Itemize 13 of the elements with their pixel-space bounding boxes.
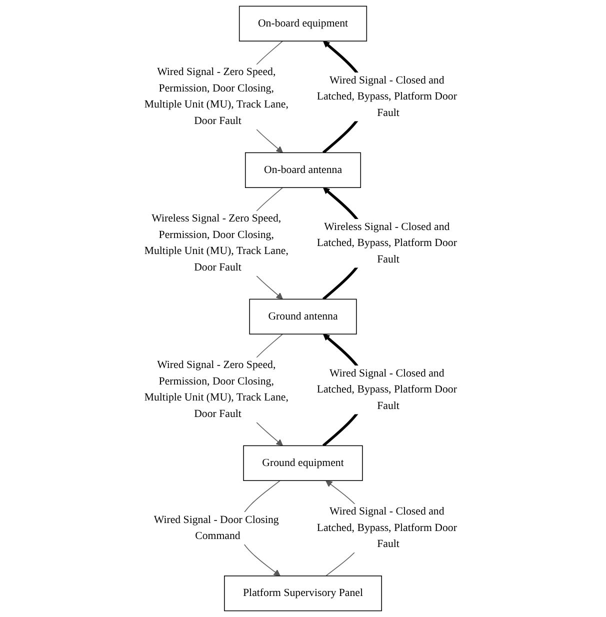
node-box: Platform Supervisory Panel: [224, 576, 382, 612]
node-box: On-board equipment: [238, 6, 368, 42]
edge-label: Wired Signal - Zero Speed, Permission, Door Closing, Multiple Unit (MU), Track Lane, Door Fault: [144, 360, 288, 420]
edge-label: Wired Signal - Zero Speed, Permission, Door Closing, Multiple Unit (MU), Track Lane, Door Fault: [144, 66, 288, 128]
edge-label: Wired Signal - Closed and Latched, Bypass, Platform Door Fault: [316, 74, 457, 119]
edge-label: Wired Signal - Closed and Latched, Bypass, Platform Door Fault: [316, 506, 457, 550]
edge-label: Wireless Signal - Closed and Latched, Bypass, Platform Door Fault: [316, 221, 457, 266]
edge-label: Wired Signal - Closed and Latched, Bypass, Platform Door Fault: [316, 368, 457, 412]
node-box: Ground antenna: [249, 298, 357, 334]
node-box: Ground equipment: [243, 445, 363, 481]
edge-label: Wired Signal - Door Closing Command: [154, 514, 279, 542]
node-box: On-board antenna: [244, 152, 362, 188]
edge-label: Wireless Signal - Zero Speed, Permission, Door Closing, Multiple Unit (MU), Track Lane, Door Fault: [144, 213, 288, 274]
